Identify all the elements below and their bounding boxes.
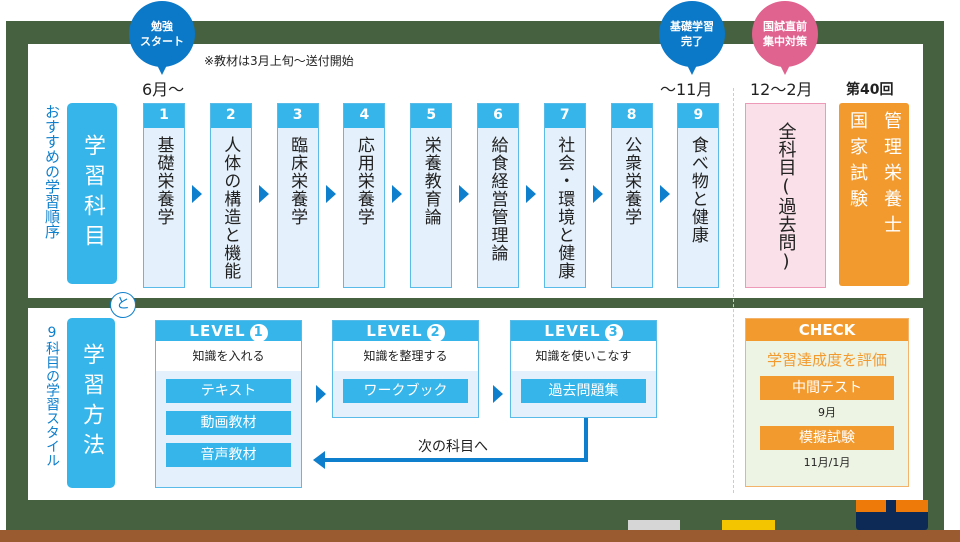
next-arrow-line xyxy=(325,458,588,462)
exam-prep-bubble: 国試直前集中対策 xyxy=(752,1,818,75)
review-box: 全科目(過去問) xyxy=(745,103,826,288)
bubble-text: 完了 xyxy=(681,35,703,48)
subject-name: 栄養教育論 xyxy=(420,136,441,226)
material-item: 過去問題集 xyxy=(521,379,646,403)
level-label: LEVEL xyxy=(189,322,246,340)
arrow-icon xyxy=(392,185,403,203)
check-title: CHECK xyxy=(746,319,908,341)
subject-card: 8 公衆栄養学 xyxy=(610,103,653,288)
arrow-icon xyxy=(459,185,470,203)
arrow-icon xyxy=(659,185,670,203)
arrow-icon xyxy=(526,185,536,203)
next-subject-label: 次の科目へ xyxy=(418,439,488,455)
subject-card: 4 応用栄養学 xyxy=(343,103,386,288)
subject-name: 食べ物と健康 xyxy=(687,136,708,244)
bubble-text: 基礎学習 xyxy=(670,20,714,33)
subjects-title: 学習科目 xyxy=(67,103,117,284)
arrow-icon xyxy=(316,385,326,403)
period-end: ～11月 xyxy=(660,80,713,99)
subject-name: 給食経営管理論 xyxy=(487,136,508,262)
arrow-icon xyxy=(592,185,603,203)
material-item: ワークブック xyxy=(343,379,468,403)
subject-name: 人体の構造と機能 xyxy=(220,136,241,280)
period-start: 6月～ xyxy=(142,80,185,99)
bubble-text: 勉強 xyxy=(151,20,173,33)
level-number: 1 xyxy=(249,324,268,342)
subject-number: 2 xyxy=(210,104,251,128)
subject-name: 臨床栄養学 xyxy=(287,136,308,226)
subject-card: 1 基礎栄養学 xyxy=(143,103,185,288)
material-item: 音声教材 xyxy=(166,443,291,467)
divider xyxy=(733,88,734,493)
subject-card: 5 栄養教育論 xyxy=(410,103,453,288)
subject-number: 3 xyxy=(277,104,318,128)
test-mock: 模擬試験 xyxy=(760,426,894,450)
subject-number: 6 xyxy=(478,104,518,128)
subject-name: 基礎栄養学 xyxy=(153,136,174,226)
test-midterm-when: 9月 xyxy=(818,406,836,419)
level-subtitle: 知識を整理する xyxy=(333,341,478,371)
period-final: 12～2月 xyxy=(750,80,813,99)
eraser-handle xyxy=(886,496,896,514)
level-number: 2 xyxy=(426,324,445,342)
level-label: LEVEL xyxy=(366,322,423,340)
chalk-ledge xyxy=(0,530,960,542)
level-label: LEVEL xyxy=(544,322,601,340)
check-subtitle: 学習達成度を評価 xyxy=(766,351,887,369)
material-item: 動画教材 xyxy=(166,411,291,435)
yellow-chalk xyxy=(722,520,775,530)
national-exam-box: 管理栄養士 国家試験 xyxy=(839,103,909,286)
subject-number: 5 xyxy=(411,104,452,128)
basic-complete-bubble: 基礎学習完了 xyxy=(659,1,725,75)
subject-card: 3 臨床栄養学 xyxy=(276,103,319,288)
subject-card: 7 社会・環境と健康 xyxy=(543,103,586,288)
subjects-side-label: おすすめの学習順序 xyxy=(43,104,61,239)
arrow-icon xyxy=(325,185,336,203)
next-arrow-line xyxy=(584,418,588,462)
methods-side-label: 9科目の学習スタイル xyxy=(44,325,60,467)
arrow-icon xyxy=(493,385,503,403)
level-number: 3 xyxy=(604,324,623,342)
subject-number: 7 xyxy=(544,104,585,128)
subject-number: 8 xyxy=(611,104,652,128)
check-box: CHECK 学習達成度を評価 中間テスト 9月 模擬試験 11月/1月 xyxy=(745,318,909,487)
test-midterm: 中間テスト xyxy=(760,376,894,400)
material-item: テキスト xyxy=(166,379,291,403)
subject-name: 応用栄養学 xyxy=(353,136,374,226)
subject-card: 2 人体の構造と機能 xyxy=(209,103,252,288)
subject-name: 社会・環境と健康 xyxy=(554,136,575,280)
bubble-text: 国試直前 xyxy=(763,20,807,33)
subject-card: 6 給食経営管理論 xyxy=(477,103,519,288)
subject-card: 9 食べ物と健康 xyxy=(677,103,720,288)
white-chalk xyxy=(628,520,680,530)
level-subtitle: 知識を入れる xyxy=(156,341,301,371)
methods-title: 学習方法 xyxy=(67,318,115,488)
subject-number: 9 xyxy=(678,104,719,128)
connector-badge: と xyxy=(110,292,136,318)
study-start-bubble: 勉強スタート xyxy=(129,1,195,75)
subject-number: 1 xyxy=(144,104,184,128)
shipping-note: ※教材は3月上旬～送付開始 xyxy=(204,54,354,68)
left-arrow-icon xyxy=(313,451,325,469)
level-subtitle: 知識を使いこなす xyxy=(511,341,656,371)
exam-text-2: 国家試験 xyxy=(847,111,868,215)
bubble-text: スタート xyxy=(140,35,184,48)
bubble-text: 集中対策 xyxy=(763,35,807,48)
subject-number: 4 xyxy=(344,104,385,128)
test-mock-when: 11月/1月 xyxy=(803,456,851,469)
arrow-icon xyxy=(258,185,269,203)
subject-name: 公衆栄養学 xyxy=(621,136,642,226)
exam-text-1: 管理栄養士 xyxy=(881,111,902,241)
arrow-icon xyxy=(192,185,202,203)
exam-number: 第40回 xyxy=(846,82,894,98)
